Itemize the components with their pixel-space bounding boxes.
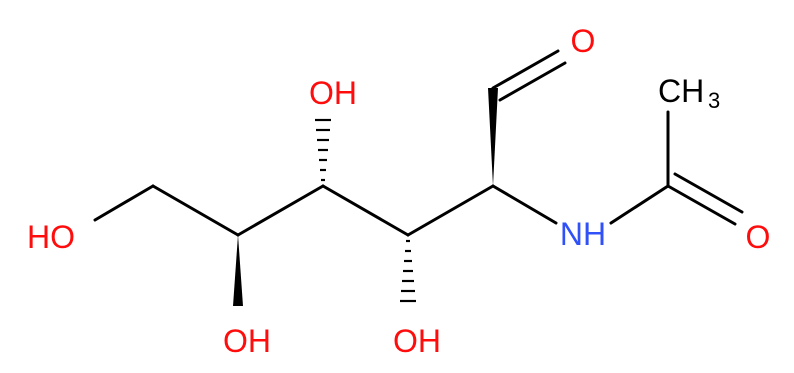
bonds — [93, 49, 744, 237]
methyl-subscript: 3 — [708, 88, 720, 113]
aldehyde-oxygen-label: O — [571, 23, 596, 59]
hash-c3-o3 — [400, 239, 416, 303]
bond-c1-o-1 — [491, 49, 560, 90]
methyl-label: CH — [658, 73, 704, 109]
bond-c2-n — [491, 184, 558, 225]
wedge-c2-c1 — [488, 88, 498, 186]
hydroxyl-c4-bottom-label: OH — [393, 323, 441, 359]
bond-c4-c3 — [321, 184, 410, 237]
bond-cacyl-o-1 — [666, 184, 737, 226]
hydroxyl-c6-left-label: HO — [27, 219, 75, 255]
bond-cacyl-o-2 — [673, 172, 744, 214]
atom-labels: O CH 3 O NH OH OH OH HO — [27, 23, 770, 359]
hydroxyl-c3-top-label: OH — [309, 75, 357, 111]
hydroxyl-c5-bottom-label: OH — [223, 323, 271, 359]
hash-c4-o4 — [315, 118, 331, 182]
bond-c3-c2 — [406, 184, 495, 237]
wedge-c5-o5 — [233, 235, 243, 306]
bond-n-cacyl — [609, 184, 670, 225]
amide-nh-label: NH — [560, 216, 606, 252]
bond-c5-c4 — [236, 184, 325, 237]
acetyl-oxygen-label: O — [746, 219, 771, 255]
bond-c6-o6 — [93, 184, 155, 222]
bond-c1-o-2 — [498, 61, 567, 102]
bond-c6-c5 — [151, 184, 240, 237]
wedge-bonds — [233, 88, 498, 306]
hash-bonds — [315, 118, 416, 303]
